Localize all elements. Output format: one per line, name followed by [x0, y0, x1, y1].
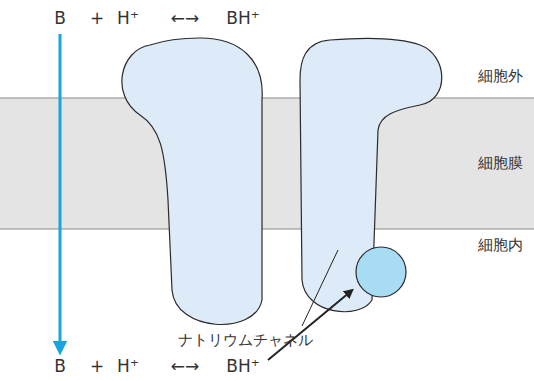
region-label: 細胞外: [478, 68, 523, 85]
leader-line: [302, 250, 338, 326]
region-label: 細胞内: [478, 237, 523, 254]
membrane-edge: [0, 97, 534, 98]
equation-arrow: ←→: [171, 357, 200, 376]
membrane-region: 細胞膜: [0, 98, 534, 229]
membrane-edge: [0, 228, 534, 229]
membrane-band: [0, 98, 534, 229]
equation-term: +: [90, 9, 104, 28]
permeation-arrow: [59, 34, 62, 348]
binding-site: [356, 247, 406, 297]
equation-term: BH⁺: [226, 9, 259, 28]
equation-term: BH⁺: [226, 357, 259, 376]
binding-arrow: [268, 292, 350, 360]
region-label: 細胞膜: [478, 155, 523, 172]
equation-term: H⁺: [117, 357, 139, 376]
channel-subunit: [122, 38, 262, 324]
part-label: ナトリウムチャネル: [178, 332, 313, 349]
equation-term: B: [54, 9, 66, 28]
equation-term: B: [54, 357, 66, 376]
channel-subunit: [300, 38, 442, 311]
equation-term: +: [90, 357, 104, 376]
equation-term: H⁺: [117, 9, 139, 28]
equation-arrow: ←→: [171, 9, 200, 28]
